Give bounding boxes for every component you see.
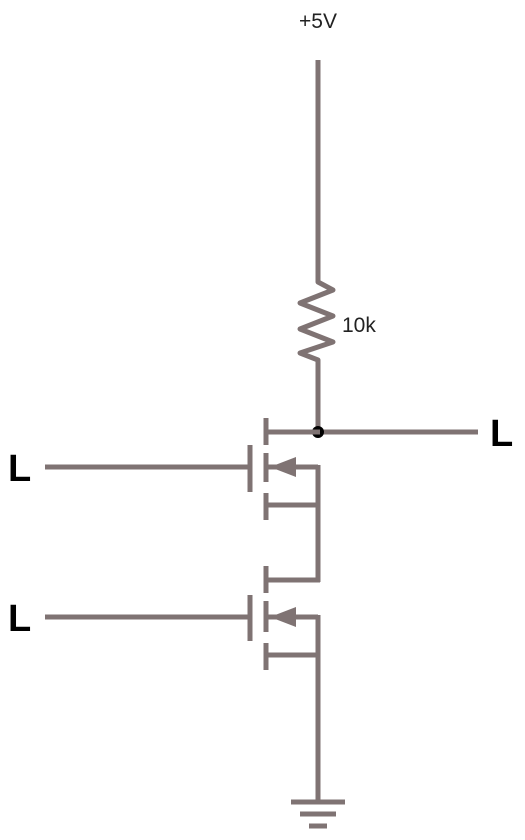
supply-voltage-label: +5V xyxy=(299,10,337,33)
lower-mosfet-arrow-icon xyxy=(270,607,296,627)
input-b-logic-label: L xyxy=(8,598,31,640)
upper-mosfet-arrow-icon xyxy=(270,457,296,477)
resistor-value-label: 10k xyxy=(342,314,376,337)
ground-icon xyxy=(291,799,345,829)
pull-up-resistor xyxy=(297,279,336,363)
input-a-logic-label: L xyxy=(8,448,31,490)
upper-mosfet xyxy=(45,418,321,582)
lower-mosfet xyxy=(45,566,321,800)
output-logic-label: L xyxy=(490,413,513,455)
